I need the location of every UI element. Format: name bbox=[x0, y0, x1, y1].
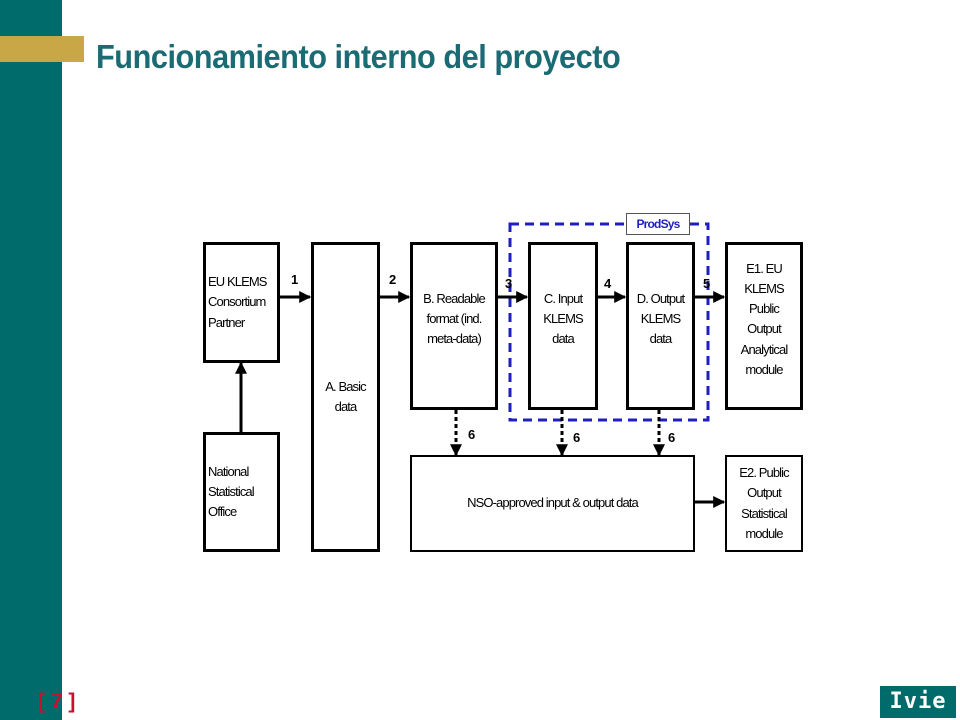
box-national-statistical-office: National Statistical Office bbox=[203, 432, 280, 552]
box-line: B. Readable bbox=[423, 291, 486, 306]
box-line: C. Input bbox=[543, 291, 583, 306]
box-label: D. Output KLEMS data bbox=[637, 289, 685, 349]
box-line: Statistical bbox=[741, 505, 788, 521]
sidebar-band bbox=[0, 0, 62, 720]
title-accent-bar bbox=[0, 36, 84, 62]
box-b-readable-format: B. Readable format (ind. meta-data) bbox=[410, 242, 498, 410]
box-line: E1. EU bbox=[746, 261, 783, 276]
box-a-basic-data: A. Basic data bbox=[311, 242, 380, 552]
box-line: A. Basic bbox=[325, 378, 366, 394]
box-line: KLEMS bbox=[640, 311, 681, 327]
box-c-input-klems: C. Input KLEMS data bbox=[528, 242, 598, 410]
box-line: data bbox=[552, 331, 575, 347]
box-line: Analytical bbox=[740, 341, 789, 357]
box-label: National Statistical Office bbox=[208, 462, 255, 522]
box-line: Partner bbox=[208, 314, 245, 330]
step-label-4: 4 bbox=[604, 276, 612, 291]
ivie-logo: Ivie bbox=[880, 686, 956, 718]
prodsys-label: ProdSys bbox=[626, 213, 690, 235]
step-label-6a: 6 bbox=[468, 427, 476, 442]
box-e1-analytical-module: E1. EU KLEMS Public Output Analytical mo… bbox=[725, 242, 803, 410]
box-line: Office bbox=[208, 504, 237, 520]
box-line: Statistical bbox=[208, 483, 255, 499]
box-label: EU KLEMS Consortium Partner bbox=[208, 272, 267, 332]
box-line: module bbox=[745, 525, 783, 541]
box-line: Public bbox=[748, 301, 780, 317]
box-nso-approved-data: NSO-approved input & output data bbox=[410, 455, 695, 552]
box-line: Output bbox=[747, 485, 782, 501]
step-label-5: 5 bbox=[703, 276, 711, 291]
box-label: A. Basic data bbox=[325, 377, 366, 417]
step-label-3: 3 bbox=[505, 276, 513, 291]
step-label-2: 2 bbox=[389, 272, 397, 287]
step-label-6c: 6 bbox=[668, 430, 676, 445]
box-label: E1. EU KLEMS Public Output Analytical mo… bbox=[740, 259, 789, 380]
step-label-1: 1 bbox=[291, 272, 299, 287]
box-line: data bbox=[334, 399, 358, 414]
prodsys-frame bbox=[508, 222, 710, 422]
step-label-6b: 6 bbox=[573, 430, 581, 445]
box-line: module bbox=[745, 361, 783, 377]
box-line: data bbox=[649, 331, 673, 347]
box-line: Output bbox=[747, 321, 782, 337]
box-line: KLEMS bbox=[543, 311, 583, 327]
box-line: E2. Public bbox=[739, 465, 789, 481]
page-number: [ 7 ] bbox=[38, 690, 76, 713]
box-line: National bbox=[208, 463, 249, 479]
box-label: E2. Public Output Statistical module bbox=[739, 463, 789, 544]
box-line: NSO-approved input & output data bbox=[467, 495, 639, 511]
box-line: EU KLEMS bbox=[208, 274, 267, 290]
box-d-output-klems: D. Output KLEMS data bbox=[626, 242, 695, 410]
box-label: C. Input KLEMS data bbox=[543, 289, 583, 349]
box-line: meta-data) bbox=[427, 331, 482, 347]
box-euklems-partner: EU KLEMS Consortium Partner bbox=[203, 242, 280, 363]
box-line: Consortium bbox=[208, 294, 266, 310]
box-label: B. Readable format (ind. meta-data) bbox=[423, 289, 486, 349]
box-line: KLEMS bbox=[744, 281, 784, 297]
slide-title: Funcionamiento interno del proyecto bbox=[96, 38, 621, 75]
box-line: D. Output bbox=[636, 291, 685, 306]
box-e2-statistical-module: E2. Public Output Statistical module bbox=[725, 455, 803, 552]
box-line: format (ind. bbox=[426, 311, 483, 327]
box-label: NSO-approved input & output data bbox=[467, 493, 639, 513]
